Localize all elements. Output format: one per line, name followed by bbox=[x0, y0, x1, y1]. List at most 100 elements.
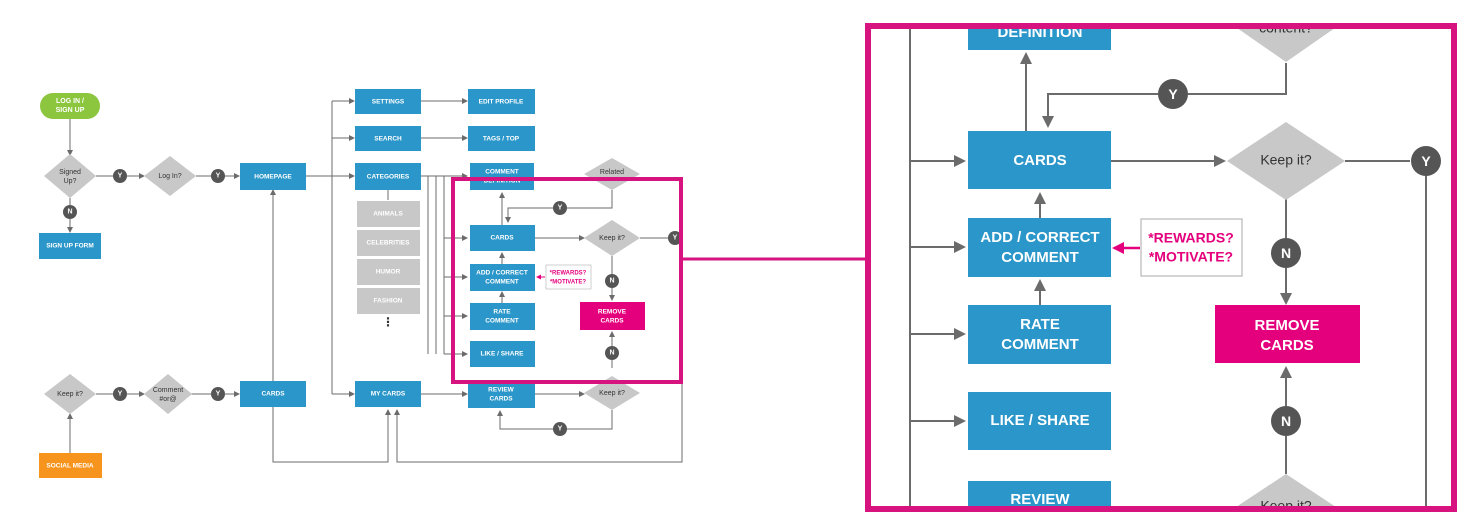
svg-text:*MOTIVATE?: *MOTIVATE? bbox=[1149, 249, 1233, 265]
yes-badge: Y bbox=[668, 231, 682, 245]
decision-keep-it-review: Keep it? bbox=[584, 376, 640, 410]
category-animals: ANIMALS bbox=[357, 201, 420, 227]
svg-text:RATE: RATE bbox=[493, 309, 511, 316]
svg-text:COMMENT: COMMENT bbox=[1001, 249, 1079, 266]
svg-text:CARDS: CARDS bbox=[489, 396, 513, 403]
more-categories-icon: ⋮ bbox=[382, 315, 394, 329]
yes-badge: Y bbox=[113, 387, 127, 401]
category-humor: HUMOR bbox=[357, 259, 420, 285]
no-badge: N bbox=[63, 205, 77, 219]
svg-text:CATEGORIES: CATEGORIES bbox=[367, 174, 410, 181]
svg-text:Signed: Signed bbox=[59, 169, 81, 176]
category-fashion: FASHION bbox=[357, 288, 420, 314]
highlight-frame bbox=[451, 177, 683, 384]
zoom-node-remove-cards: REMOVE CARDS bbox=[1215, 305, 1360, 363]
overview-connectors bbox=[67, 98, 683, 463]
svg-text:COMMENT: COMMENT bbox=[485, 279, 519, 286]
login-label-2: SIGN UP bbox=[56, 107, 85, 114]
node-rate-comment: RATE COMMENT bbox=[470, 303, 535, 330]
svg-text:Y: Y bbox=[216, 391, 221, 398]
svg-text:ANIMALS: ANIMALS bbox=[373, 211, 403, 218]
svg-text:HUMOR: HUMOR bbox=[376, 269, 401, 276]
svg-text:Up?: Up? bbox=[64, 178, 77, 185]
svg-text:REMOVE: REMOVE bbox=[1254, 317, 1319, 334]
node-cards: CARDS bbox=[470, 225, 535, 251]
node-like-share: LIKE / SHARE bbox=[470, 341, 535, 367]
zoom-decision-keep-it: Keep it? bbox=[1227, 122, 1345, 200]
svg-text:N: N bbox=[67, 209, 72, 216]
svg-text:CARDS: CARDS bbox=[600, 318, 624, 325]
svg-text:N: N bbox=[1281, 245, 1291, 261]
svg-text:*MOTIVATE?: *MOTIVATE? bbox=[550, 280, 586, 286]
svg-text:DEFINITION: DEFINITION bbox=[998, 24, 1083, 41]
svg-text:CARDS: CARDS bbox=[1260, 337, 1313, 354]
svg-text:Y: Y bbox=[216, 173, 221, 180]
svg-text:LIKE / SHARE: LIKE / SHARE bbox=[481, 351, 525, 358]
svg-text:CARDS: CARDS bbox=[1013, 152, 1066, 169]
zoom-node-like-share: LIKE / SHARE bbox=[968, 392, 1111, 450]
svg-text:TAGS / TOP: TAGS / TOP bbox=[483, 136, 520, 143]
zoom-no-badge: N bbox=[1271, 238, 1301, 268]
svg-text:N: N bbox=[609, 278, 614, 285]
yes-badge: Y bbox=[113, 169, 127, 183]
node-review-cards: REVIEW CARDS bbox=[468, 381, 535, 408]
svg-text:ADD / CORRECT: ADD / CORRECT bbox=[476, 270, 528, 277]
node-edit-profile: EDIT PROFILE bbox=[468, 89, 535, 114]
svg-text:Y: Y bbox=[673, 235, 678, 242]
zoom-frame bbox=[865, 23, 1457, 512]
svg-text:Keep it?: Keep it? bbox=[57, 391, 83, 398]
svg-text:CARDS: CARDS bbox=[490, 235, 514, 242]
svg-text:REMOVE: REMOVE bbox=[598, 309, 627, 316]
notes-rewards-motivate: *REWARDS? *MOTIVATE? bbox=[545, 264, 592, 290]
svg-text:Y: Y bbox=[558, 426, 563, 433]
svg-text:Keep it?: Keep it? bbox=[1260, 498, 1312, 514]
zoom-yes-badge: Y bbox=[1158, 79, 1188, 109]
node-add-correct-comment: ADD / CORRECT COMMENT bbox=[470, 264, 535, 291]
svg-text:*REWARDS?: *REWARDS? bbox=[550, 271, 587, 277]
svg-text:SETTINGS: SETTINGS bbox=[372, 99, 405, 106]
svg-text:LIKE / SHARE: LIKE / SHARE bbox=[990, 412, 1089, 429]
decision-keep-it: Keep it? bbox=[584, 220, 640, 256]
node-sign-up-form: SIGN UP FORM bbox=[39, 233, 101, 259]
node-tags-top: TAGS / TOP bbox=[468, 126, 535, 151]
node-comment-definition: COMMENT DEFINITION bbox=[470, 163, 534, 190]
yes-badge: Y bbox=[211, 387, 225, 401]
svg-text:COMMENT: COMMENT bbox=[1001, 336, 1079, 353]
decision-log-in: Log In? bbox=[144, 156, 196, 196]
svg-text:SOCIAL MEDIA: SOCIAL MEDIA bbox=[46, 463, 93, 470]
svg-text:COMMENT: COMMENT bbox=[485, 318, 519, 325]
node-search: SEARCH bbox=[355, 126, 421, 151]
zoom-node-cards: CARDS bbox=[968, 131, 1111, 189]
svg-text:COMMENT: COMMENT bbox=[485, 169, 519, 176]
decision-signed-up: Signed Up? bbox=[44, 154, 96, 198]
svg-text:Y: Y bbox=[1168, 86, 1178, 102]
zoom-node-add-correct-comment: ADD / CORRECT COMMENT bbox=[968, 218, 1111, 277]
zoom-node-review: REVIEW bbox=[968, 481, 1111, 509]
node-settings: SETTINGS bbox=[355, 89, 421, 114]
svg-text:SIGN UP FORM: SIGN UP FORM bbox=[46, 243, 94, 250]
svg-text:RATE: RATE bbox=[1020, 316, 1060, 333]
svg-text:Keep it?: Keep it? bbox=[1260, 152, 1312, 168]
zoom-decision-keep-it-bottom: Keep it? bbox=[1233, 474, 1339, 514]
zoom-no-badge: N bbox=[1271, 406, 1301, 436]
category-celebrities: CELEBRITIES bbox=[357, 230, 420, 256]
svg-text:REVIEW: REVIEW bbox=[1010, 491, 1070, 508]
svg-text:CELEBRITIES: CELEBRITIES bbox=[367, 240, 411, 247]
decision-comment: Comment #or@ bbox=[144, 374, 192, 414]
svg-text:CARDS: CARDS bbox=[261, 391, 285, 398]
svg-text:Y: Y bbox=[118, 173, 123, 180]
login-label-1: LOG IN / bbox=[56, 98, 84, 105]
svg-text:*REWARDS?: *REWARDS? bbox=[1148, 230, 1234, 246]
yes-badge: Y bbox=[211, 169, 225, 183]
node-my-cards: MY CARDS bbox=[355, 381, 421, 407]
zoom-yes-badge: Y bbox=[1411, 146, 1441, 176]
svg-text:DEFINITION: DEFINITION bbox=[484, 178, 521, 185]
node-categories: CATEGORIES bbox=[355, 163, 421, 190]
decision-keep-it-social: Keep it? bbox=[44, 374, 96, 414]
yes-badge: Y bbox=[553, 422, 567, 436]
svg-text:REVIEW: REVIEW bbox=[488, 387, 515, 394]
svg-text:Y: Y bbox=[558, 205, 563, 212]
svg-text:content?: content? bbox=[1259, 20, 1313, 36]
zoom-notes-rewards-motivate: *REWARDS? *MOTIVATE? bbox=[1140, 218, 1243, 277]
node-homepage: HOMEPAGE bbox=[240, 163, 306, 190]
